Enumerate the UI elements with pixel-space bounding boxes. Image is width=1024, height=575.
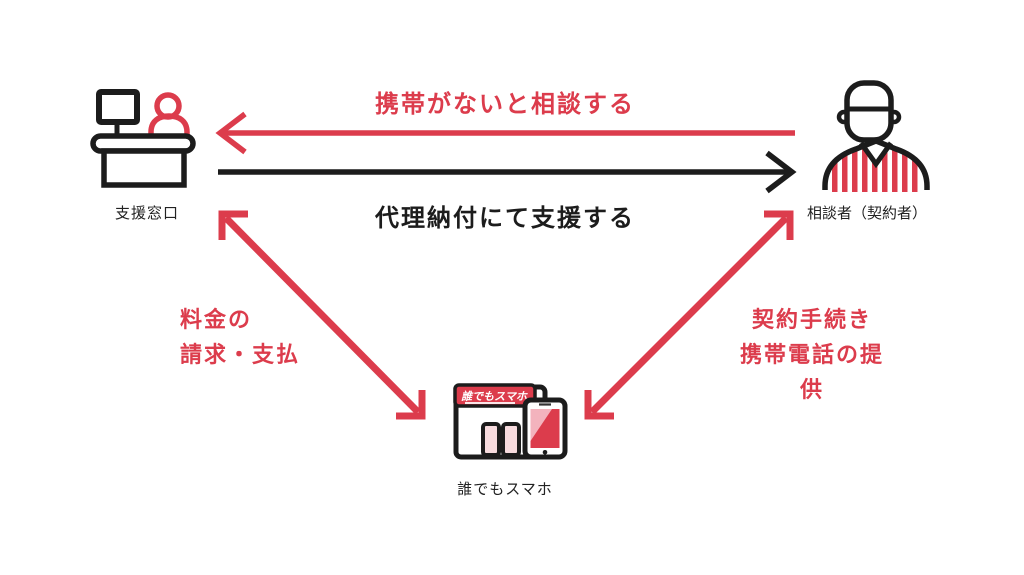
contract-label-line1: 契約手続き	[751, 307, 872, 332]
store-icon: 誰でもスマホ	[453, 380, 571, 462]
support-arrow	[218, 150, 797, 194]
billing-label-line1: 料金の	[180, 307, 253, 332]
support-arrow-label: 代理納付にて支援する	[375, 205, 635, 232]
contractor-icon	[820, 80, 936, 192]
contract-label-line2: 携帯電話の提供	[739, 342, 884, 402]
counter-body-icon	[101, 148, 187, 188]
shop-door-icon	[481, 422, 501, 457]
store-label: 誰でもスマホ	[457, 481, 553, 498]
staff-body-icon	[148, 113, 190, 136]
collar-icon	[858, 141, 894, 169]
billing-arrow	[218, 210, 426, 420]
consult-arrow	[215, 111, 795, 155]
consult-arrow-label: 携帯がないと相談する	[375, 91, 635, 118]
contract-arrow	[584, 210, 794, 420]
shop-sign-icon	[453, 383, 537, 408]
contractor-label: 相談者（契約者）	[806, 205, 927, 222]
support-desk-label: 支援窓口	[114, 205, 179, 222]
shop-door-icon	[501, 422, 521, 457]
contract-arrow-label: 契約手続き 携帯電話の提供	[731, 302, 893, 407]
billing-arrow-label: 料金の 請求・支払	[180, 302, 300, 372]
billing-label-line2: 請求・支払	[180, 342, 301, 367]
support-desk-icon	[90, 88, 196, 188]
monitor-icon	[96, 89, 140, 125]
shop-sign-text: 誰でもスマホ	[461, 390, 528, 403]
